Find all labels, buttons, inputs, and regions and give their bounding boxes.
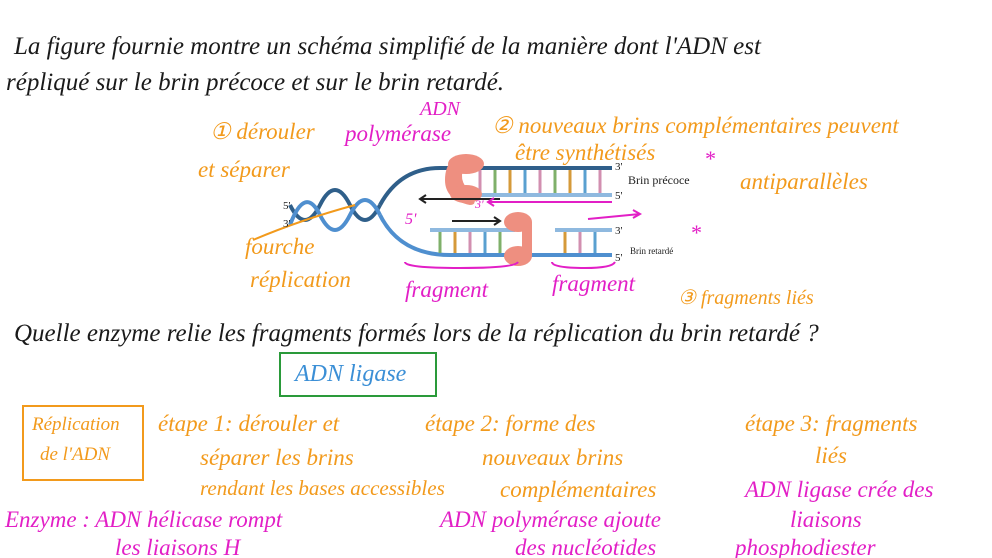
summary-step1-a: étape 1: dérouler et bbox=[158, 411, 340, 436]
lagging-3prime-label: 3' bbox=[615, 225, 623, 237]
fragment-label-2: fragment bbox=[552, 271, 636, 296]
summary-step1-c: rendant les bases accessibles bbox=[200, 476, 445, 500]
polymerase-label: polymérase bbox=[345, 121, 452, 146]
step2-annotation-b: être synthétisés bbox=[515, 140, 656, 165]
lagging-strand-template bbox=[378, 214, 612, 257]
enzyme-ligase-c: phosphodiester bbox=[735, 535, 876, 558]
helix-3prime-label: 3' bbox=[283, 218, 291, 230]
answer-text: ADN ligase bbox=[295, 361, 407, 387]
summary-step3-b: liés bbox=[815, 443, 847, 468]
five-prime-mark: 5' bbox=[405, 211, 417, 228]
step3-annotation: ③ fragments liés bbox=[678, 287, 814, 309]
enzyme-ligase-a: ADN ligase crée des bbox=[745, 477, 934, 502]
step2-annotation-a: ② nouveaux brins complémentaires peuvent bbox=[492, 113, 899, 138]
leading-strand-template bbox=[378, 166, 612, 206]
answer-box: ADN ligase bbox=[279, 352, 437, 397]
step2-annotation-c: antiparallèles bbox=[740, 169, 868, 194]
leading-5prime-label: 5' bbox=[615, 190, 623, 202]
leading-3prime-label: 3' bbox=[615, 161, 623, 173]
asterisk-leading: * bbox=[704, 146, 715, 171]
summary-title-b: de l'ADN bbox=[40, 444, 111, 465]
summary-step3-a: étape 3: fragments bbox=[745, 411, 918, 436]
leading-strand-label: Brin précoce bbox=[628, 173, 690, 187]
fork-annotation-b: réplication bbox=[250, 267, 351, 292]
summary-step2-b: nouveaux brins bbox=[482, 445, 624, 470]
summary-title-box: Réplication de l'ADN bbox=[22, 405, 144, 481]
fragment-label-1: fragment bbox=[405, 277, 489, 302]
asterisk-lagging: * bbox=[690, 220, 701, 245]
three-prime-mark: 3' bbox=[475, 197, 484, 211]
enzyme-polymerase-a: ADN polymérase ajoute bbox=[440, 507, 662, 532]
summary-title-a: Réplication bbox=[32, 414, 120, 435]
summary-step2-c: complémentaires bbox=[500, 477, 657, 502]
fork-annotation-a: fourche bbox=[245, 234, 315, 259]
summary-step2-a: étape 2: forme des bbox=[425, 411, 596, 436]
step1-annotation-a: ① dérouler bbox=[210, 119, 315, 144]
summary-step1-b: séparer les brins bbox=[200, 445, 354, 470]
enzyme-helicase-b: les liaisons H bbox=[115, 535, 241, 558]
intro-line-1: La figure fournie montre un schéma simpl… bbox=[14, 33, 761, 60]
step1-annotation-b: et séparer bbox=[198, 157, 290, 182]
lagging-strand-label: Brin retardé bbox=[630, 246, 674, 256]
base-pairs bbox=[438, 170, 602, 253]
lagging-5prime-label: 5' bbox=[615, 252, 623, 264]
dna-polymerase-leading bbox=[445, 154, 484, 205]
intro-line-2: répliqué sur le brin précoce et sur le b… bbox=[6, 69, 505, 96]
enzyme-helicase-a: Enzyme : ADN hélicase rompt bbox=[5, 507, 283, 532]
enzyme-ligase-b: liaisons bbox=[790, 507, 862, 532]
enzyme-polymerase-b: des nucléotides bbox=[515, 535, 657, 558]
question: Quelle enzyme relie les fragments formés… bbox=[14, 320, 819, 347]
adn-label: ADN bbox=[420, 98, 460, 120]
arrows bbox=[252, 194, 643, 270]
helix-5prime-label: 5' bbox=[283, 200, 291, 212]
dna-polymerase-lagging bbox=[504, 212, 532, 266]
